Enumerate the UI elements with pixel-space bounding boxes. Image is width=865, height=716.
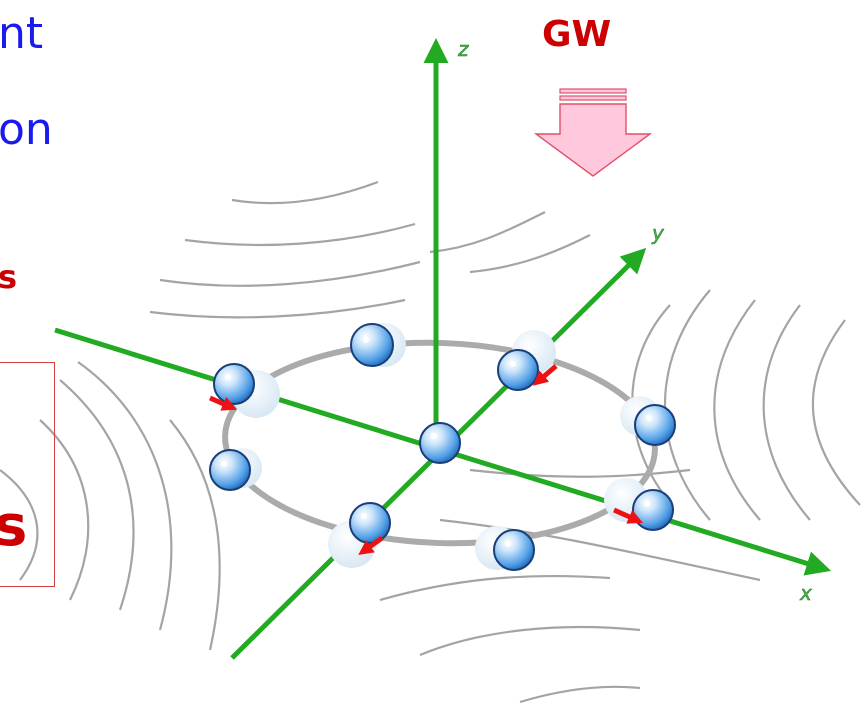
sphere: [209, 449, 251, 491]
field-lines: [0, 180, 861, 704]
sphere: [213, 363, 255, 405]
axes: [54, 38, 832, 660]
gw-label: GW: [542, 14, 612, 55]
x-axis-label: x: [799, 581, 812, 605]
z-axis-label: z: [457, 37, 469, 61]
spheres: [208, 323, 676, 571]
ring: [222, 339, 658, 547]
y-axis-label: y: [651, 221, 665, 245]
displacement-arrow-icon: [208, 395, 237, 411]
sphere: [497, 349, 539, 391]
text-fragment-3: s: [0, 258, 18, 296]
displacement-arrow-icon: [532, 364, 558, 386]
sphere: [493, 529, 535, 571]
gw-down-arrow-icon: [533, 88, 653, 177]
sphere: [350, 323, 394, 367]
text-fragment-2: on: [0, 104, 53, 155]
sphere: [634, 404, 676, 446]
displacement-arrow-icon: [358, 535, 384, 555]
highlight-box: [0, 362, 55, 587]
text-fragment-4: s: [0, 494, 28, 559]
sphere: [632, 489, 674, 531]
displacement-arrow-icon: [612, 507, 643, 524]
text-fragment-1: nt: [0, 8, 44, 59]
sphere: [349, 502, 391, 544]
sphere-center: [419, 422, 461, 464]
